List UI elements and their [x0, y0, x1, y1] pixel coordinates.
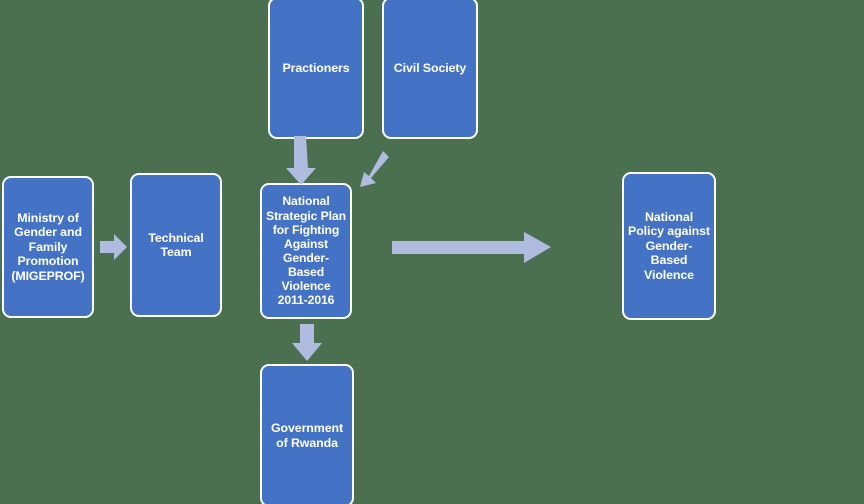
node-label: National Policy against Gender- Based Vi…	[628, 210, 710, 282]
node-national-strategic-plan[interactable]: National Strategic Plan for Fighting Aga…	[260, 183, 352, 319]
node-label: Government of Rwanda	[271, 421, 343, 450]
node-ministry-of-gender-and-family-promotion[interactable]: Ministry of Gender and Family Promotion …	[2, 176, 94, 318]
arrow-right-icon-migeprof-to-technical-team	[100, 232, 128, 262]
arrow-down-icon-practioners-to-plan	[285, 136, 319, 186]
node-label: Practioners	[282, 60, 350, 75]
node-label: National Strategic Plan for Fighting Aga…	[266, 194, 346, 308]
node-label: Civil Society	[393, 60, 467, 75]
node-national-policy-against-gbv[interactable]: National Policy against Gender- Based Vi…	[622, 172, 716, 320]
node-label: Technical Team	[148, 230, 204, 259]
node-practioners[interactable]: Practioners	[268, 0, 364, 139]
arrow-right-icon-plan-to-national-policy	[392, 231, 552, 265]
arrow-down-icon-plan-to-government-of-rwanda	[291, 324, 323, 362]
node-technical-team[interactable]: Technical Team	[130, 173, 222, 317]
node-civil-society[interactable]: Civil Society	[382, 0, 478, 139]
arrow-down-left-icon-civil-society-to-plan	[357, 149, 391, 191]
node-label: Ministry of Gender and Family Promotion …	[11, 211, 85, 283]
node-government-of-rwanda[interactable]: Government of Rwanda	[260, 364, 354, 504]
